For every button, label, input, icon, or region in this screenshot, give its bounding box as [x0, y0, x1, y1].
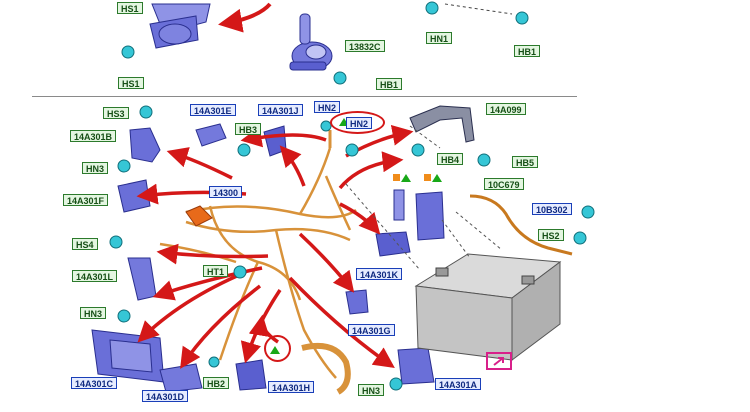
bracket-14a301d: [159, 363, 203, 393]
bracket-14a301g: [345, 289, 369, 315]
highlight-ring-hn2: [330, 111, 385, 134]
callout-hb1: HB1: [376, 78, 403, 90]
change-marker-hn2: [339, 118, 349, 126]
harness-pigtail-14a301h: [301, 342, 351, 395]
reference-arrow-icon: [493, 357, 504, 366]
change-marker-14a301h: [270, 346, 280, 354]
callout-14a099: 14A099: [486, 103, 526, 115]
callout-hs1-top: HS1: [117, 2, 143, 14]
callout-14a301h: 14A301H: [268, 381, 315, 393]
horn-13832c: [289, 13, 333, 71]
bracket-14a301b: [129, 127, 161, 163]
callout-14a301l: 14A301L: [72, 270, 118, 282]
fasteners-top: [121, 1, 529, 85]
highlight-ring-14a301h: [264, 335, 291, 362]
callout-14a301g: 14A301G: [348, 324, 395, 336]
callout-14a301k: 14A301K: [356, 268, 403, 280]
callout-13832c: 13832C: [345, 40, 385, 52]
arrow-horn: [218, 2, 272, 33]
callout-hs4: HS4: [72, 238, 98, 250]
callout-hb1-top: HB1: [514, 45, 541, 57]
callout-14a301a: 14A301A: [435, 378, 482, 390]
callout-hn2-a: HN2: [314, 101, 341, 113]
bracket-14a301l: [127, 257, 157, 301]
relay-hb4: [393, 189, 445, 241]
callout-14a301c: 14A301C: [71, 377, 118, 389]
callout-hb5: HB5: [512, 156, 539, 168]
callout-14a301f: 14A301F: [63, 194, 109, 206]
callout-14300: 14300: [209, 186, 243, 198]
callout-ht1: HT1: [203, 265, 229, 277]
bracket-14a301c: [91, 329, 165, 383]
leader-lines: [345, 125, 503, 271]
variant-marker-relay-left: [393, 174, 400, 181]
reference-flag: [486, 352, 512, 370]
wiring-harness-14300: [159, 130, 357, 379]
callout-hs2: HS2: [538, 229, 564, 241]
callout-hs1: HS1: [118, 77, 144, 89]
red-arrows: [136, 124, 414, 369]
callout-10b302: 10B302: [532, 203, 572, 215]
callout-hn3-a: HN3: [82, 162, 109, 174]
fasteners: [109, 105, 595, 391]
callout-14a301d: 14A301D: [142, 390, 189, 402]
change-marker-relay-left: [401, 174, 411, 182]
callout-hn1: HN1: [426, 32, 453, 44]
variant-marker-relay-right: [424, 174, 431, 181]
bracket-14a301a: [397, 347, 435, 385]
bracket-14a301e: [195, 123, 227, 147]
callout-hn2-b: HN2: [346, 117, 373, 129]
battery: [414, 253, 562, 361]
bracket-14a301h: [235, 359, 267, 391]
callout-hn3-c: HN3: [358, 384, 385, 396]
callout-hb3: HB3: [235, 123, 262, 135]
callout-hn3-b: HN3: [80, 307, 107, 319]
bracket-14a301k: [375, 231, 411, 257]
callout-hb2: HB2: [203, 377, 230, 389]
callout-14a301b: 14A301B: [70, 130, 117, 142]
bracket-14a099: [409, 105, 475, 143]
callout-hb4: HB4: [437, 153, 464, 165]
harness-10c679: [469, 194, 573, 256]
callout-hs3: HS3: [103, 107, 129, 119]
callout-10c679: 10C679: [484, 178, 524, 190]
callout-14a301j: 14A301J: [258, 104, 303, 116]
callout-14a301e: 14A301E: [190, 104, 236, 116]
horn-bracket-top: [149, 3, 211, 49]
change-marker-relay-right: [432, 174, 442, 182]
section-divider: [32, 96, 577, 97]
